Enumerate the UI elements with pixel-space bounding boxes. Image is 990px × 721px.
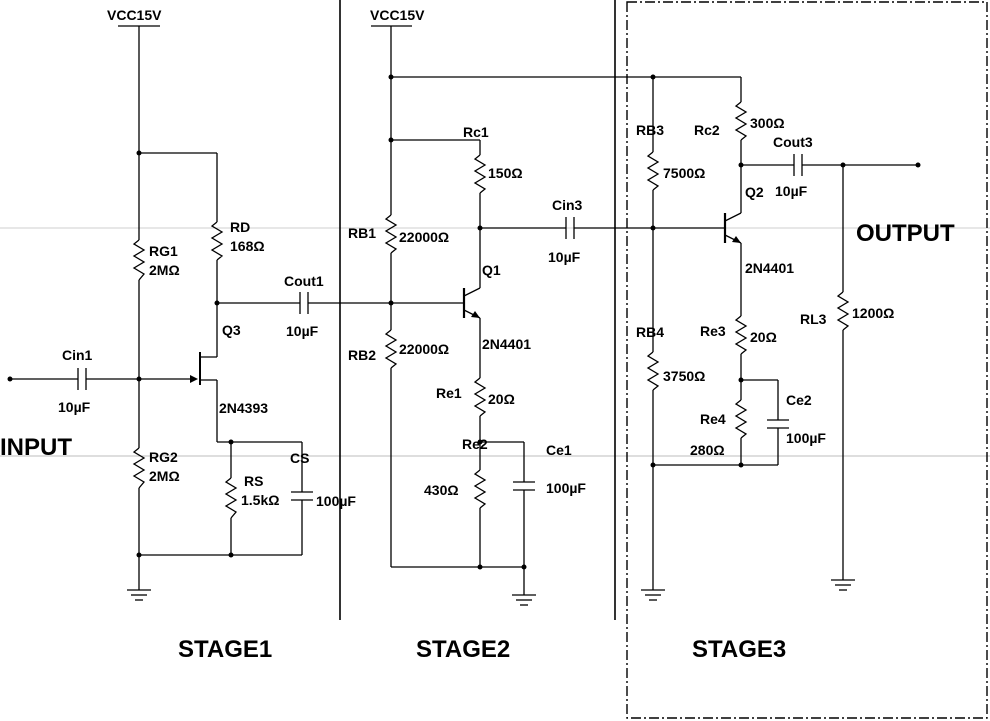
q1-model: 2N4401 — [482, 336, 531, 352]
cout1-value: 10µF — [286, 323, 319, 339]
cin1-value: 10µF — [58, 399, 91, 415]
rd-name: RD — [230, 219, 250, 235]
cout3-value: 10µF — [775, 183, 808, 199]
stage1-label: STAGE1 — [178, 636, 272, 663]
re2-value: 430Ω — [424, 482, 459, 498]
re1-value: 20Ω — [488, 391, 515, 407]
input-label: INPUT — [0, 434, 72, 461]
ce1-value: 100µF — [546, 480, 586, 496]
resistor-re1 — [473, 377, 487, 417]
rb3-name: RB3 — [636, 122, 664, 138]
bjt-q1 — [462, 287, 481, 319]
rb2-name: RB2 — [348, 347, 376, 363]
resistor-rb4 — [646, 351, 660, 391]
q2-model: 2N4401 — [745, 260, 794, 276]
rl3-name: RL3 — [800, 311, 827, 327]
rs-name: RS — [244, 473, 263, 489]
resistor-rg2 — [132, 447, 146, 489]
stage2-label: STAGE2 — [416, 636, 510, 663]
ground-stage3 — [641, 589, 665, 601]
rd-value: 168Ω — [230, 238, 265, 254]
ground-load — [831, 579, 855, 591]
resistor-rd — [210, 221, 224, 261]
cout3-name: Cout3 — [773, 134, 813, 150]
capacitor-cout3 — [793, 154, 803, 176]
q1-name: Q1 — [482, 262, 501, 278]
re1-name: Re1 — [436, 385, 462, 401]
resistor-rb1 — [384, 214, 398, 254]
resistor-rg1 — [132, 239, 146, 281]
resistor-rs — [224, 477, 238, 519]
cin3-name: Cin3 — [552, 197, 583, 213]
rg2-name: RG2 — [149, 449, 178, 465]
vcc2-label: VCC15V — [370, 7, 425, 23]
rs-value: 1.5kΩ — [241, 492, 279, 508]
stage3-label: STAGE3 — [692, 636, 786, 663]
capacitor-cin1 — [77, 368, 87, 390]
q3-model: 2N4393 — [219, 400, 268, 416]
resistor-re3 — [734, 315, 748, 355]
resistor-rc1 — [473, 154, 487, 194]
rb3-value: 7500Ω — [663, 165, 705, 181]
re4-value: 280Ω — [690, 442, 725, 458]
rb1-name: RB1 — [348, 225, 376, 241]
bjt-q2 — [723, 212, 742, 244]
resistor-rb2 — [384, 329, 398, 369]
cin1-name: Cin1 — [62, 347, 93, 363]
rc1-value: 150Ω — [488, 165, 523, 181]
resistor-re4 — [734, 399, 748, 439]
output-label: OUTPUT — [856, 220, 955, 247]
capacitor-ce1 — [513, 481, 535, 491]
rc2-value: 300Ω — [750, 115, 785, 131]
resistor-rl3 — [836, 291, 850, 331]
q2-name: Q2 — [745, 184, 764, 200]
rb4-name: RB4 — [636, 324, 664, 340]
resistor-rb3 — [646, 151, 660, 191]
vcc1-label: VCC15V — [107, 7, 162, 23]
capacitor-cout1 — [299, 292, 309, 314]
ground-stage2 — [512, 594, 536, 606]
rg1-value: 2MΩ — [149, 262, 180, 278]
rg2-value: 2MΩ — [149, 468, 180, 484]
cs-name: CS — [290, 450, 309, 466]
ground-stage1 — [127, 589, 151, 601]
re3-name: Re3 — [700, 323, 726, 339]
rl3-value: 1200Ω — [852, 305, 894, 321]
resistor-re2 — [473, 469, 487, 509]
rb1-value: 22000Ω — [399, 229, 449, 245]
rg1-name: RG1 — [149, 243, 178, 259]
re4-name: Re4 — [700, 411, 726, 427]
re2-name: Re2 — [462, 436, 488, 452]
cout1-name: Cout1 — [284, 273, 324, 289]
ce1-name: Ce1 — [546, 442, 572, 458]
jfet-q3 — [199, 345, 218, 442]
rc2-name: Rc2 — [694, 122, 720, 138]
rb2-value: 22000Ω — [399, 341, 449, 357]
capacitor-ce2 — [767, 419, 789, 429]
capacitor-cs — [291, 491, 313, 501]
resistor-rc2 — [734, 101, 748, 141]
ce2-value: 100µF — [786, 430, 826, 446]
cs-value: 100µF — [316, 493, 356, 509]
re3-value: 20Ω — [750, 329, 777, 345]
ce2-name: Ce2 — [786, 392, 812, 408]
cin3-value: 10µF — [548, 249, 581, 265]
rc1-name: Rc1 — [463, 124, 489, 140]
stage3-box — [626, 1, 988, 719]
rb4-value: 3750Ω — [663, 368, 705, 384]
q3-name: Q3 — [222, 322, 241, 338]
